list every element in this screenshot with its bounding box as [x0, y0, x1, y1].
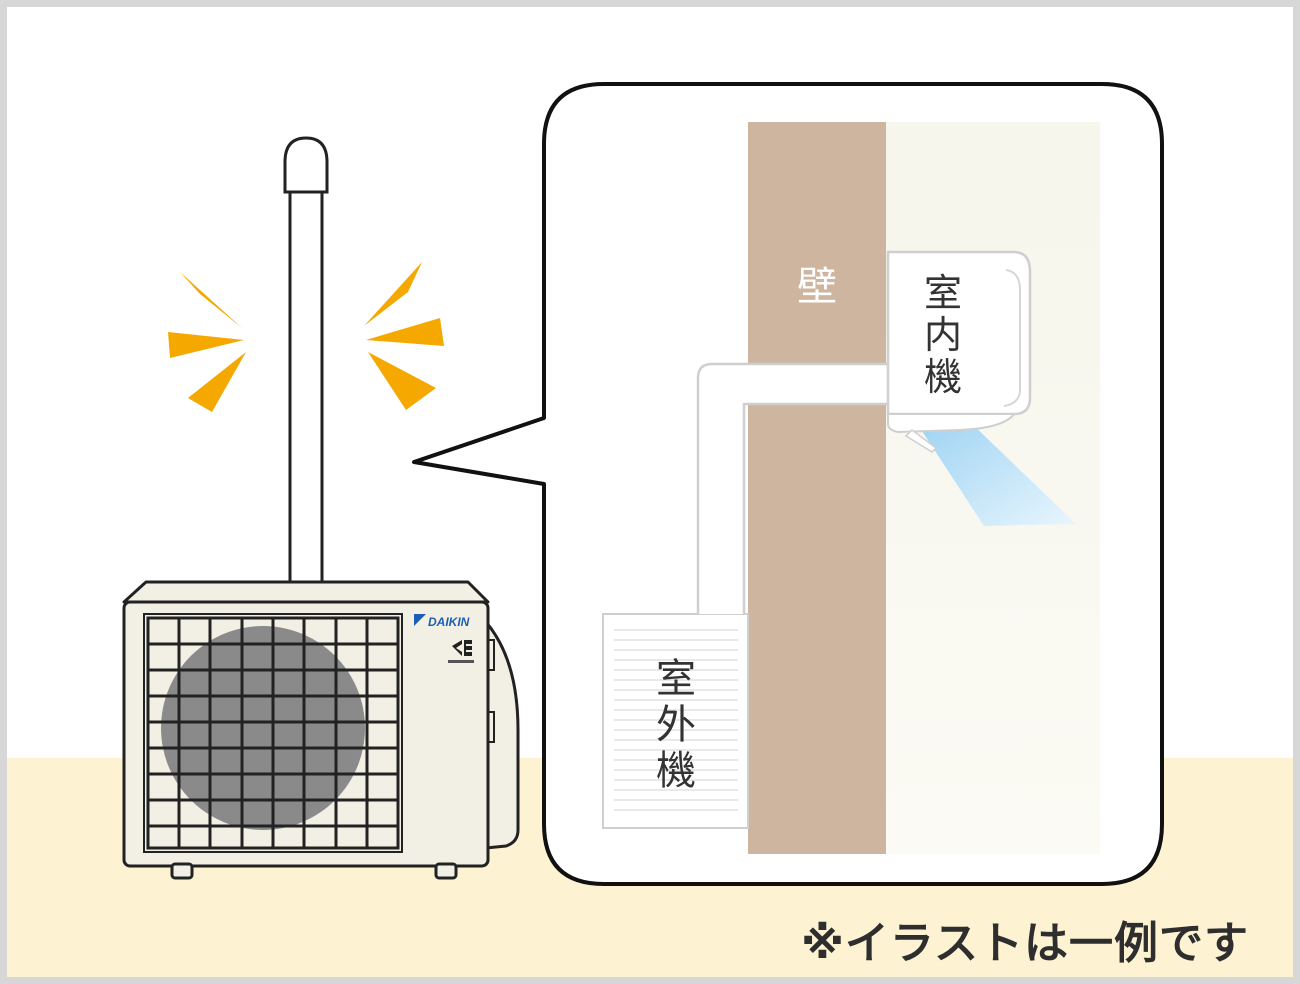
fan-disc	[161, 626, 365, 830]
fan-grille	[146, 616, 400, 850]
cool-airflow	[920, 420, 1076, 526]
indoor-unit-icon: 室 内 機	[886, 250, 1032, 453]
outdoor-unit-label-3: 機	[656, 748, 696, 794]
indoor-unit-label-2: 内	[924, 313, 962, 357]
indoor-unit-label-1: 室	[924, 271, 962, 315]
outdoor-unit-label-1: 室	[656, 656, 696, 702]
outdoor-unit-icon: DAIKIN	[122, 580, 520, 880]
brand-logo-text: DAIKIN	[428, 615, 470, 629]
brand-logo: DAIKIN	[414, 614, 474, 663]
diagram-svg: DAIKIN 壁 室 外 機	[7, 82, 1293, 977]
indoor-unit-label-3: 機	[924, 355, 962, 399]
wall-label: 壁	[797, 264, 837, 310]
outdoor-unit-box: 室 外 機	[602, 613, 749, 829]
attention-burst-icon	[168, 262, 444, 412]
outdoor-unit-label-2: 外	[656, 702, 696, 748]
vertical-pipe	[283, 136, 329, 586]
illustration-note: ※イラストは一例です	[801, 918, 1249, 969]
wall	[748, 122, 886, 854]
